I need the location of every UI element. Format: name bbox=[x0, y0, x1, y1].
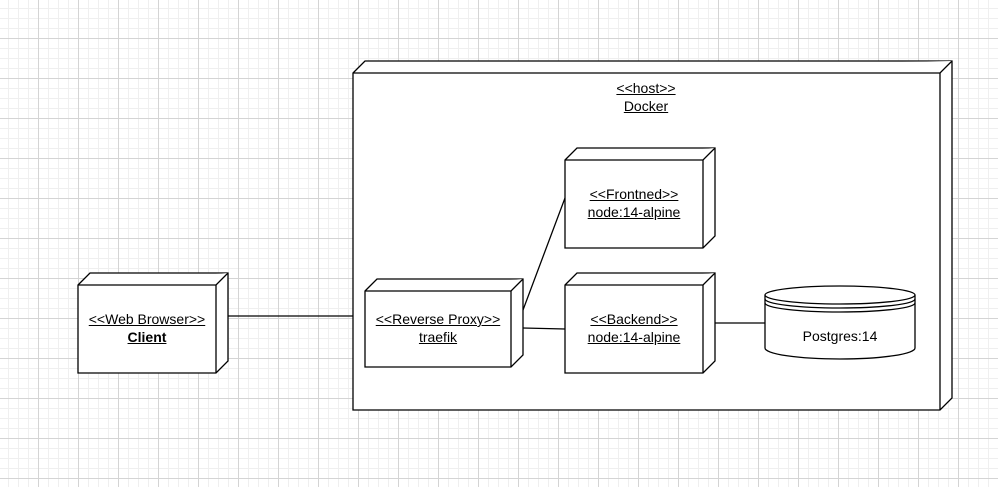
proxy-node[interactable] bbox=[364, 278, 524, 368]
client-name: Client bbox=[127, 329, 167, 345]
proxy-stereotype: <<Reverse Proxy>> bbox=[375, 311, 501, 327]
backend-node[interactable] bbox=[564, 272, 716, 374]
edge-proxy-frontend bbox=[522, 197, 566, 311]
edge-proxy-backend bbox=[522, 327, 566, 330]
host-stereotype: <<host>> bbox=[616, 80, 676, 96]
host-name: Docker bbox=[623, 98, 669, 114]
database-name: Postgres:14 bbox=[802, 328, 878, 344]
proxy-name: traefik bbox=[418, 329, 458, 345]
frontend-label: <<Frontned>> node:14-alpine bbox=[565, 185, 703, 221]
backend-name: node:14-alpine bbox=[587, 329, 681, 345]
client-node[interactable] bbox=[77, 272, 229, 374]
database-node[interactable] bbox=[764, 285, 916, 360]
host-label: <<host>> Docker bbox=[576, 79, 716, 115]
backend-label: <<Backend>> node:14-alpine bbox=[565, 310, 703, 346]
database-label: Postgres:14 bbox=[765, 327, 915, 345]
backend-stereotype: <<Backend>> bbox=[590, 311, 678, 327]
client-label: <<Web Browser>> Client bbox=[78, 310, 216, 346]
client-stereotype: <<Web Browser>> bbox=[88, 311, 206, 327]
frontend-node[interactable] bbox=[564, 147, 716, 249]
frontend-stereotype: <<Frontned>> bbox=[589, 186, 679, 202]
proxy-label: <<Reverse Proxy>> traefik bbox=[365, 310, 511, 346]
frontend-name: node:14-alpine bbox=[587, 204, 681, 220]
